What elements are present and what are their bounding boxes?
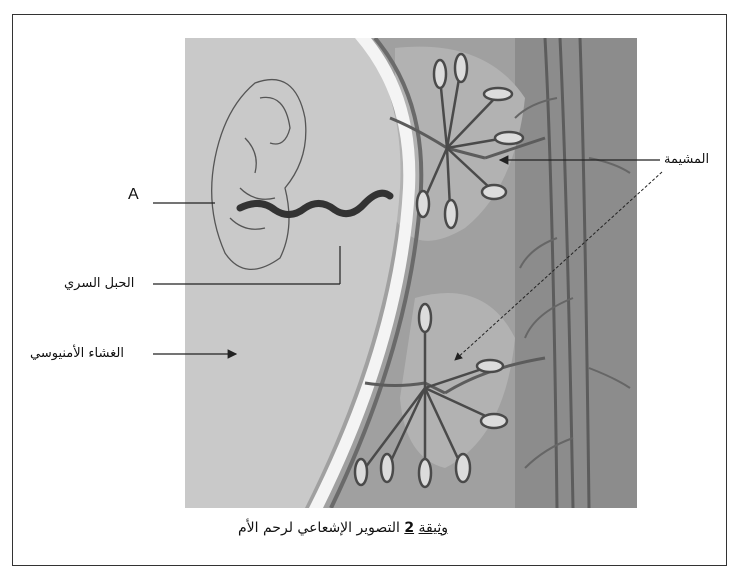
leader-placenta-lower xyxy=(455,172,662,360)
label-amniotic-cavity: الغشاء الأمنيوسي xyxy=(30,346,124,361)
caption-doc-number: 2 xyxy=(404,520,414,536)
label-a: A xyxy=(128,186,139,204)
label-placenta: المشيمة xyxy=(664,152,709,167)
figure-caption: وثيقة 2 التصوير الإشعاعي لرحم الأم xyxy=(238,520,448,536)
label-umbilical-cord: الحبل السري xyxy=(64,276,134,291)
caption-text: التصوير الإشعاعي لرحم الأم xyxy=(238,520,400,536)
caption-doc-word: وثيقة xyxy=(419,520,448,536)
